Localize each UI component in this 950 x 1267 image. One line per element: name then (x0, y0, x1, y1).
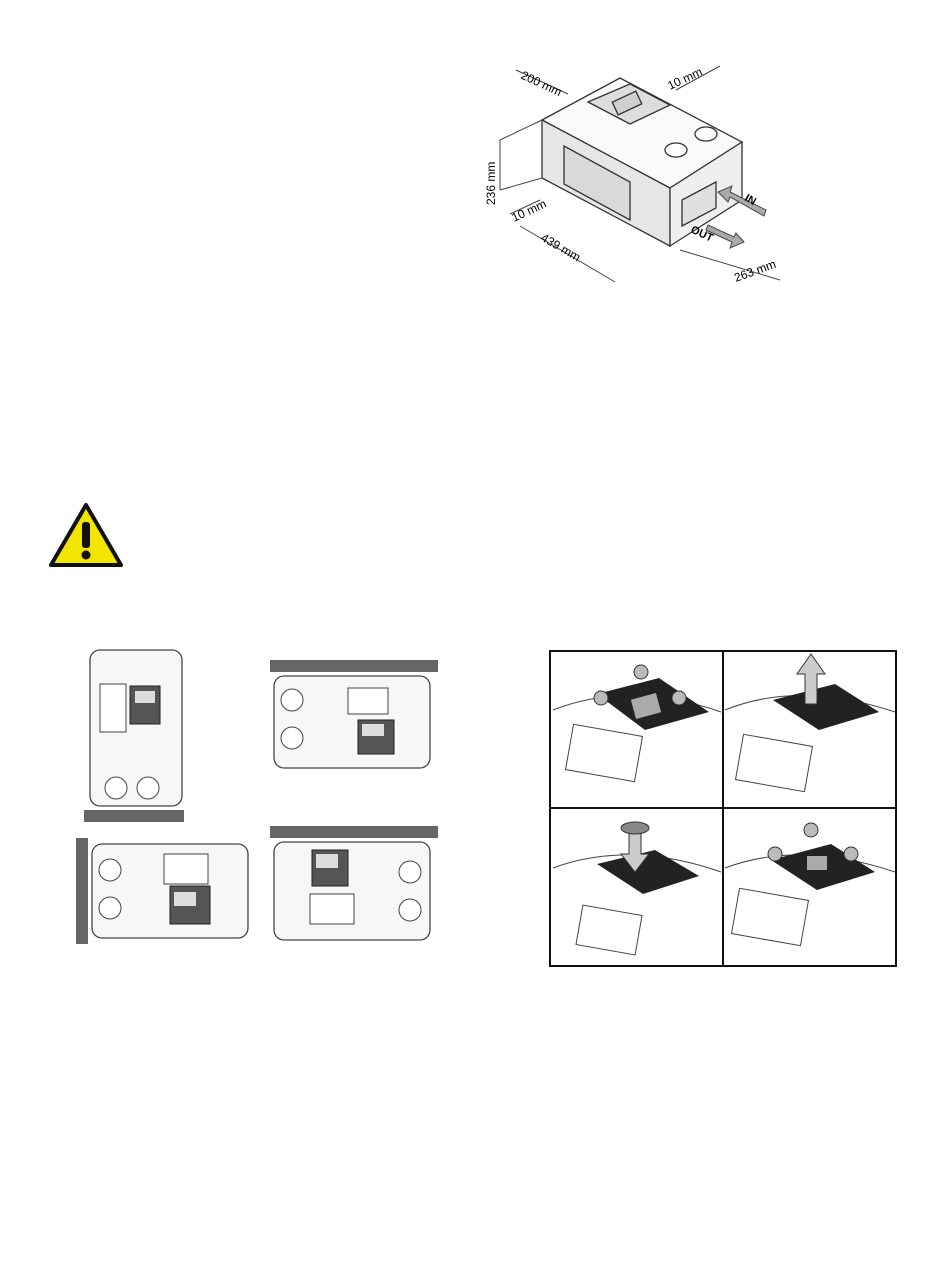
pump-unit-drawing (542, 78, 742, 246)
top-clearance-label: 10 mm (665, 65, 704, 93)
display-rotation-steps-figure (549, 650, 897, 967)
orientation-horizontal-inverted-panel (270, 826, 438, 940)
dimensions-figure: 200 mm 10 mm 236 mm 10 mm 439 mm 263 mm … (480, 50, 810, 300)
width-dimension-label: 200 mm (519, 68, 564, 99)
orientation-horizontal-top-panel (270, 660, 438, 768)
depth-dimension-label: 263 mm (732, 257, 778, 285)
orientation-vertical-panel (84, 650, 184, 822)
height-dimension-label: 236 mm (484, 162, 498, 205)
warning-triangle-icon (48, 502, 124, 568)
length-dimension-label: 439 mm (539, 230, 584, 264)
orientation-horizontal-left-panel (76, 838, 248, 944)
side-clearance-label: 10 mm (509, 197, 548, 225)
mounting-orientations-figure (70, 636, 450, 956)
